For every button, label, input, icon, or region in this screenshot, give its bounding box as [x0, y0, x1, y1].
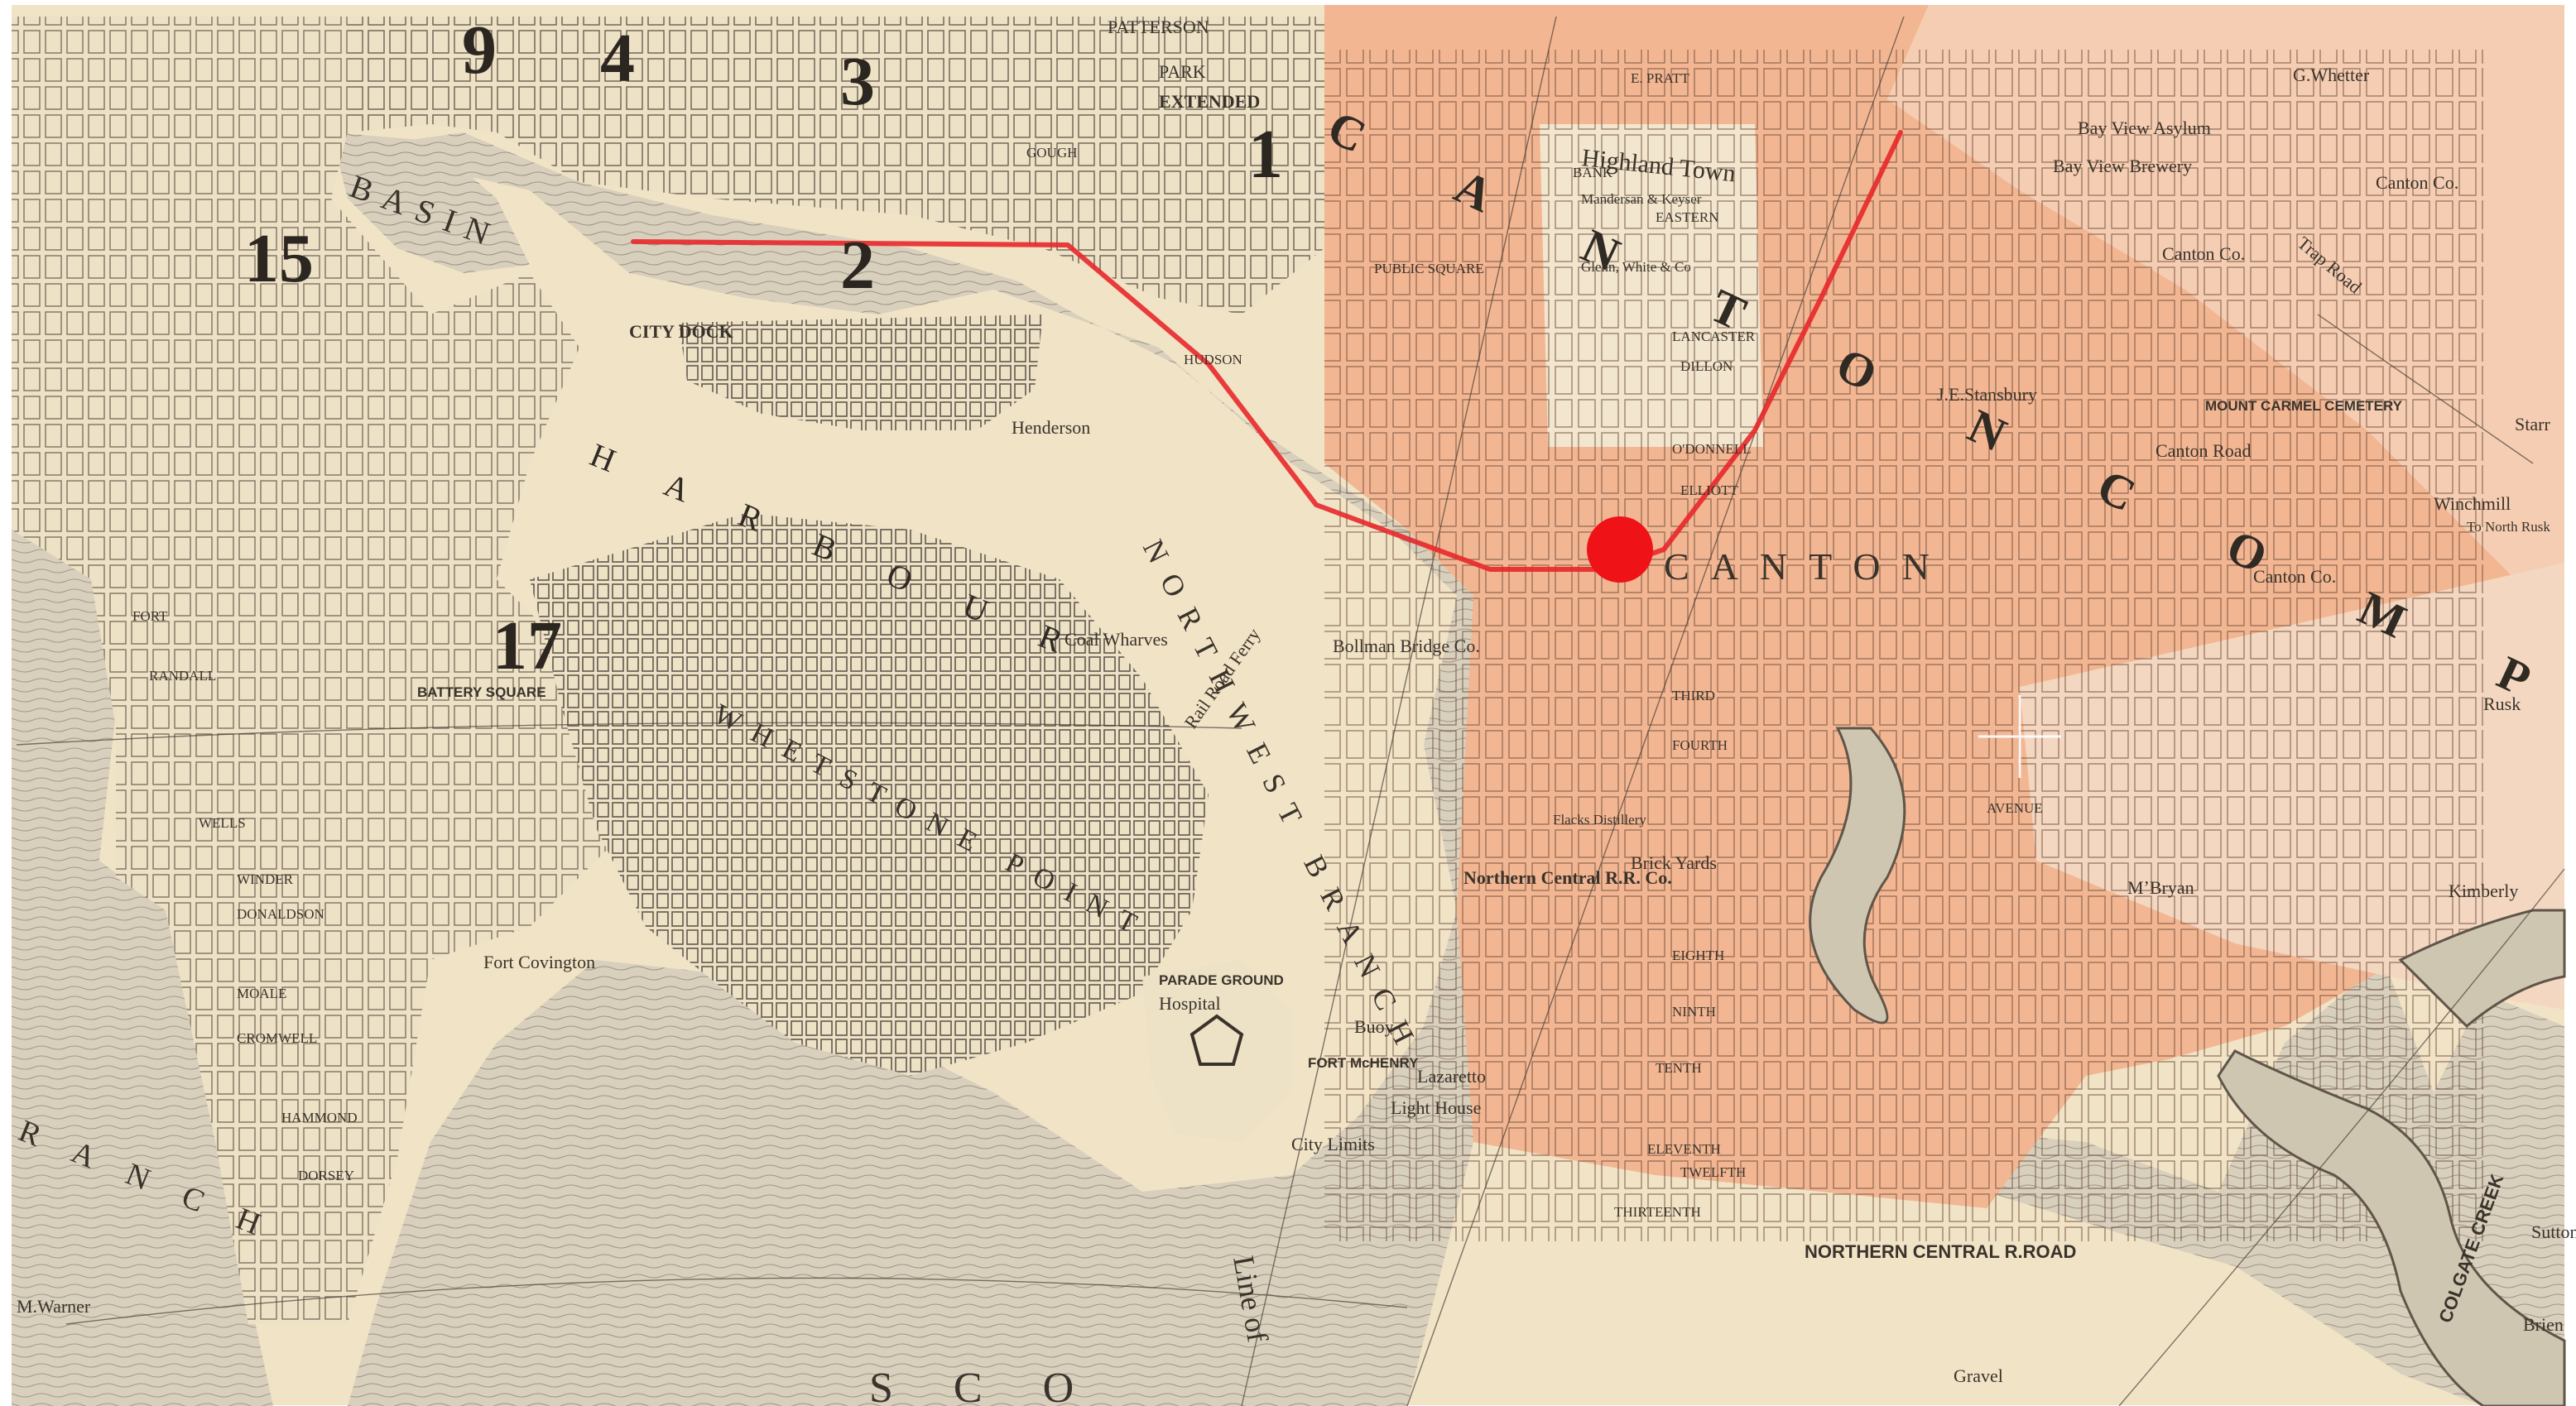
canton-co-label-2: Canton Co. — [2162, 243, 2245, 264]
street-twelfth: TWELFTH — [1680, 1164, 1746, 1180]
street-wells: WELLS — [199, 815, 246, 831]
extended-label: EXTENDED — [1159, 91, 1260, 112]
brick-yards-label: Brick Yards — [1631, 852, 1717, 873]
street-lancaster: LANCASTER — [1672, 329, 1756, 344]
bay-view-brewery-label: Bay View Brewery — [2053, 156, 2192, 176]
m-warner-label: M.Warner — [17, 1296, 91, 1317]
street-hudson: HUDSON — [1184, 352, 1242, 367]
starr-label: Starr — [2515, 414, 2550, 434]
mandersan-keyser-label: Mandersan & Keyser — [1581, 191, 1702, 207]
street-eleventh: ELEVENTH — [1647, 1141, 1721, 1157]
canton-co-label-1: Canton Co. — [2376, 172, 2458, 193]
mount-carmel-cemetery-label: MOUNT CARMEL CEMETERY — [2205, 398, 2403, 414]
northern-central-rroad-label: NORTHERN CENTRAL R.ROAD — [1805, 1241, 2076, 1262]
brien-label: Brien — [2523, 1314, 2564, 1335]
street-fort: FORT — [132, 608, 168, 624]
street-winder: WINDER — [237, 871, 294, 887]
light-house-label: Light House — [1391, 1097, 1481, 1118]
street-donaldson: DONALDSON — [237, 906, 324, 922]
street-randall: RANDALL — [149, 668, 216, 684]
public-square-label: PUBLIC SQUARE — [1374, 261, 1484, 276]
ward-2-label: 2 — [840, 227, 875, 304]
red-dot-marker[interactable] — [1587, 516, 1653, 583]
street-dorsey: DORSEY — [298, 1168, 354, 1183]
battery-square-label: BATTERY SQUARE — [417, 684, 546, 700]
winchmill-label: Winchmill — [2434, 493, 2511, 514]
canton-co-label-3: Canton Co. — [2253, 566, 2336, 587]
to-north-rusk-label: To North Rusk — [2467, 519, 2550, 535]
west-city-blocks — [12, 17, 1291, 1324]
street-gough: GOUGH — [1026, 145, 1077, 161]
ward-17-label: 17 — [493, 607, 562, 684]
street-ninth: NINTH — [1672, 1004, 1716, 1020]
highlighted-route — [631, 130, 1903, 572]
ward-15-label: 15 — [244, 220, 314, 297]
m-bryan-label: MʼBryan — [2127, 877, 2194, 898]
street-pratt: E. PRATT — [1631, 70, 1689, 86]
street-dillon: DILLON — [1680, 358, 1733, 374]
glenn-white-label: Glenn, White & Co — [1581, 259, 1691, 275]
g-whetter-label: G.Whetter — [2293, 65, 2370, 85]
bay-view-asylum-label: Bay View Asylum — [2078, 118, 2211, 138]
ward-3-label: 3 — [840, 43, 875, 120]
fort-covington-label: Fort Covington — [483, 952, 595, 972]
hospital-label: Hospital — [1159, 993, 1221, 1014]
street-eighth: EIGHTH — [1672, 948, 1724, 963]
rusk-label: Rusk — [2483, 693, 2521, 714]
creeks — [1809, 727, 2566, 1406]
ward-1-label: 1 — [1248, 116, 1283, 193]
kimberly-label: Kimberly — [2449, 881, 2518, 901]
street-eastern: EASTERN — [1656, 209, 1719, 225]
je-stansbury-label: J.E.Stansbury — [1937, 384, 2037, 405]
street-bank: BANK — [1573, 165, 1613, 180]
city-dock-label: CITY DOCK — [629, 321, 733, 342]
fort-mchenry-label: FORT McHENRY — [1308, 1055, 1419, 1071]
street-tenth: TENTH — [1656, 1060, 1702, 1076]
street-avenue: AVENUE — [1987, 800, 2043, 816]
street-third: THIRD — [1672, 688, 1715, 703]
flacks-distillery-label: Flacks Distillery — [1553, 812, 1646, 828]
sutton-label: Sutton — [2531, 1221, 2576, 1242]
northern-central-rr-co-label: Northern Central R.R. Co. — [1463, 867, 1672, 888]
north-city-blocks — [348, 17, 1324, 430]
canton-district — [1324, 5, 2564, 1241]
lazaretto-label: Lazaretto — [1417, 1066, 1486, 1087]
canton-road-label: Canton Road — [2155, 440, 2252, 461]
compass-sparkle — [1978, 695, 2061, 778]
street-odonnell: O'DONNELL — [1672, 441, 1752, 457]
sco-label: S C O — [869, 1365, 1098, 1406]
street-thirteenth: THIRTEENTH — [1614, 1204, 1701, 1220]
parade-ground-label: PARADE GROUND — [1159, 972, 1284, 988]
street-fourth: FOURTH — [1672, 737, 1728, 753]
park-label: PARK — [1159, 61, 1206, 82]
patterson-label: PATTERSON — [1108, 17, 1209, 37]
buoy-label: Buoy — [1354, 1016, 1394, 1037]
ward-9-label: 9 — [462, 12, 497, 89]
coal-wharves-label: Coal Wharves — [1065, 629, 1168, 650]
bollman-bridge-label: Bollman Bridge Co. — [1333, 636, 1480, 656]
henderson-label: Henderson — [1012, 417, 1090, 438]
street-hammond: HAMMOND — [281, 1110, 358, 1125]
gravel-label: Gravel — [1954, 1365, 2003, 1386]
street-moale: MOALE — [237, 986, 286, 1001]
street-elliott: ELLIOTT — [1680, 482, 1738, 498]
street-cromwell: CROMWELL — [237, 1030, 317, 1046]
canton-label: CANTON — [1664, 545, 1951, 588]
survey-lines — [16, 16, 2565, 1406]
ward-4-label: 4 — [600, 20, 635, 97]
city-limits-label: City Limits — [1291, 1134, 1375, 1154]
